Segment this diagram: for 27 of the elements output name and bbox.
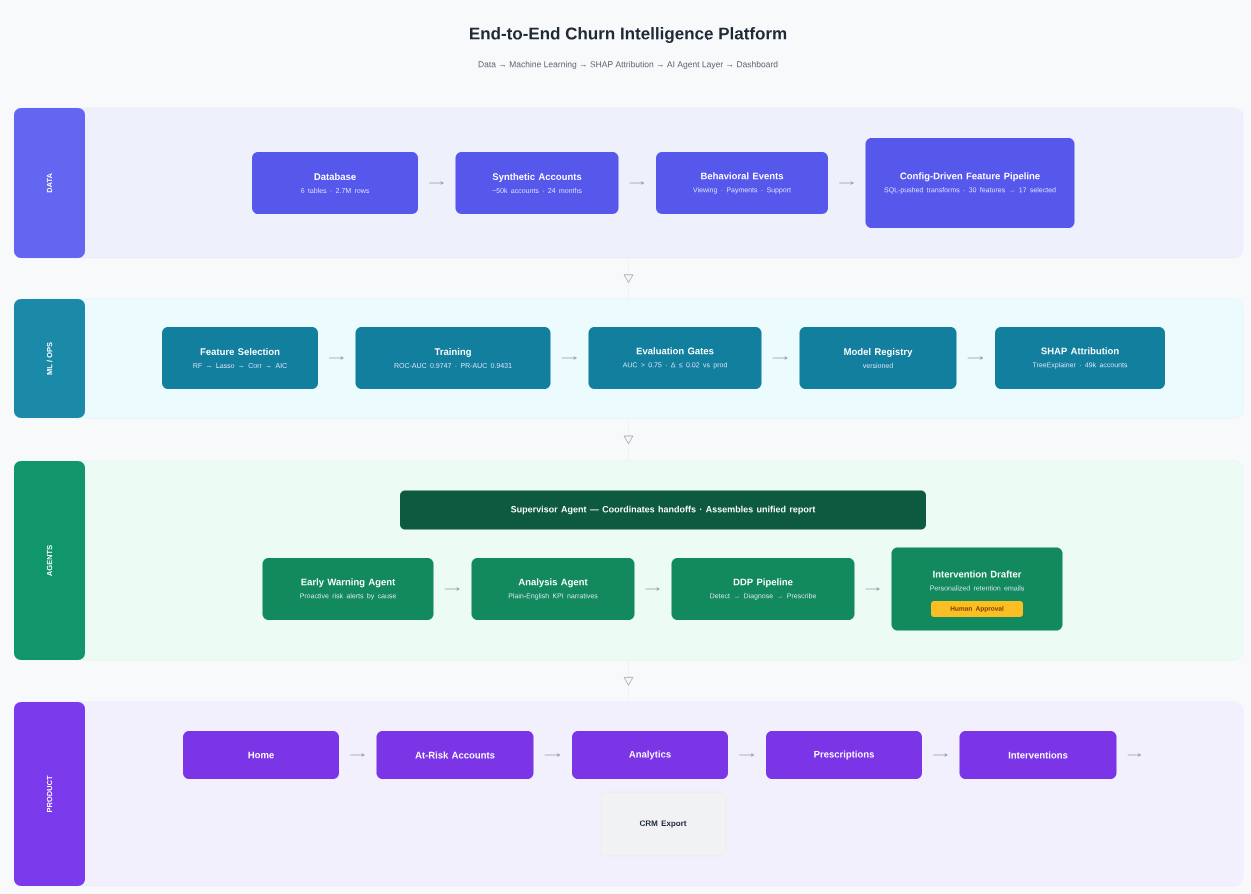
arrow	[865, 587, 880, 591]
process-box: Home	[183, 731, 339, 779]
arrow	[623, 417, 634, 462]
process-box: Prescriptions	[766, 731, 922, 779]
arrow	[428, 181, 444, 185]
arrow	[645, 587, 660, 591]
arrow	[967, 356, 984, 360]
arrow	[544, 753, 561, 757]
arrow	[772, 356, 788, 360]
arrow	[349, 753, 365, 757]
process-box: At-Risk Accounts	[376, 731, 534, 779]
arrow	[629, 181, 645, 185]
arrow	[838, 181, 854, 185]
process-box: Interventions	[959, 731, 1117, 779]
arrow	[623, 257, 634, 300]
arrow	[738, 753, 755, 757]
info-box: CRM Export	[599, 791, 727, 857]
arrow	[444, 587, 460, 591]
arrow	[623, 659, 634, 703]
process-box: Analytics	[572, 731, 728, 779]
title: End-to-End Churn Intelligence Platform	[470, 27, 787, 43]
supervisor-box: Supervisor Agent — Coordinates handoffs · Assembles unified report	[400, 490, 926, 530]
arrow	[328, 356, 344, 360]
arrow	[561, 356, 577, 360]
subtitle: Data → Machine Learning → SHAP Attribution → AI Agent Layer → Dashboard	[478, 61, 778, 69]
arrow	[1127, 753, 1142, 757]
arrow	[932, 753, 948, 757]
